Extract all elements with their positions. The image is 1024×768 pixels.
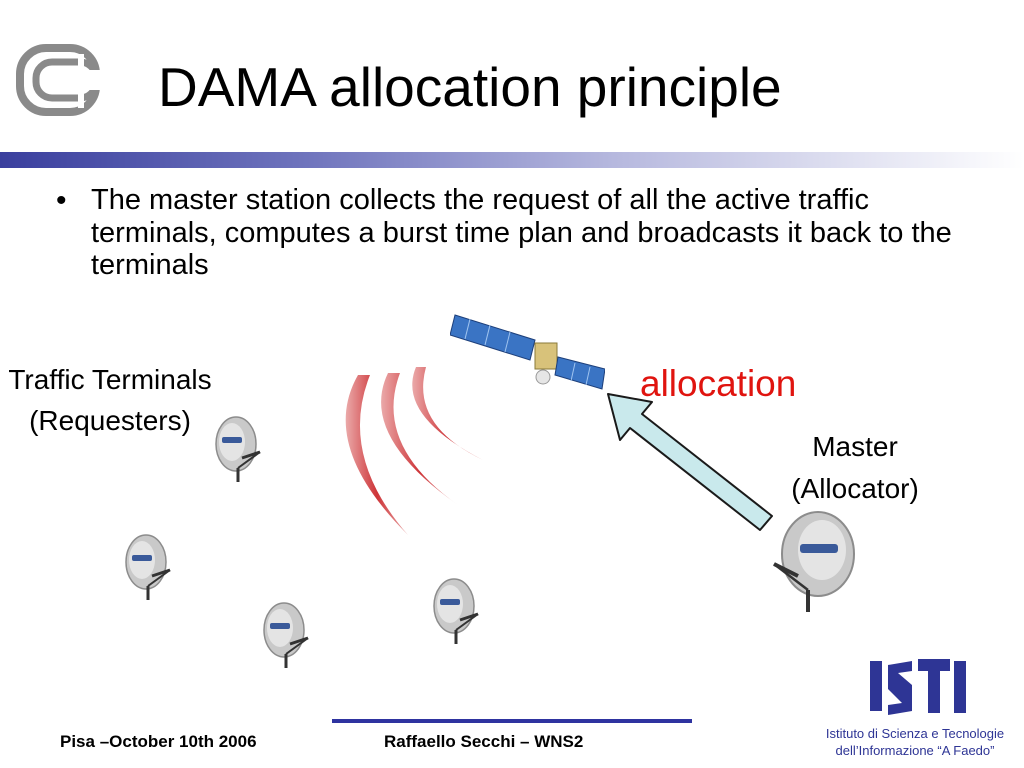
allocation-arrow-icon [607,393,773,531]
traffic-terminal-dish-icon [215,416,261,482]
slide-title: DAMA allocation principle [158,56,782,118]
radio-waves-icon [345,367,483,535]
institute-line-1: Istituto di Scienza e Tecnologie [825,726,1005,741]
traffic-terminal-dish-icon [263,602,309,668]
bullet-text: The master station collects the request … [91,184,952,281]
traffic-terminal-dish-icon [433,578,479,644]
traffic-terminal-dish-icon [125,534,171,600]
footer-divider [332,719,692,723]
traffic-terminals-label: Traffic Terminals (Requesters) [8,364,212,436]
institute-line-2: dell’Informazione “A Faedo” [835,743,995,758]
satellite-icon [450,314,605,390]
footer-date: Pisa –October 10th 2006 [60,732,257,751]
cnr-logo [16,44,100,116]
master-label: Master (Allocator) [791,431,919,504]
bullet-marker: • [56,184,67,217]
institute-name: Istituto di Scienza e Tecnologie dell’In… [808,725,1022,759]
footer-author: Raffaello Secchi – WNS2 [384,732,584,751]
title-divider [0,152,1024,168]
allocation-label: allocation [640,363,797,404]
isti-logo [870,659,966,715]
master-dish-icon [773,511,855,612]
